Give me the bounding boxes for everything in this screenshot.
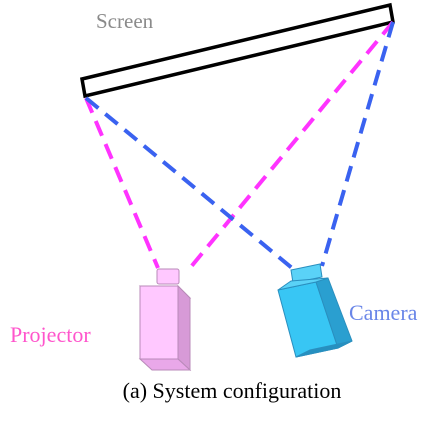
projector-ray-left bbox=[84, 97, 160, 269]
camera-device bbox=[277, 263, 353, 358]
figure-caption: (a) System configuration bbox=[123, 378, 342, 403]
camera-rays bbox=[84, 21, 395, 270]
projector-side-face bbox=[177, 284, 191, 372]
projector-rays bbox=[84, 20, 395, 270]
projector-device bbox=[138, 268, 192, 372]
projector-bottom-face bbox=[138, 358, 192, 371]
camera-ray-left bbox=[84, 96, 294, 270]
camera-label: Camera bbox=[349, 300, 418, 325]
camera-top-face bbox=[277, 277, 329, 291]
camera-lens bbox=[290, 263, 323, 284]
projector-lens bbox=[156, 268, 180, 285]
projector-front-face bbox=[139, 285, 179, 360]
screen-label: Screen bbox=[96, 9, 154, 33]
camera-ray-right bbox=[320, 21, 395, 267]
projector-label: Projector bbox=[10, 322, 91, 347]
camera-bottom-face bbox=[295, 340, 353, 358]
projector-ray-right bbox=[188, 20, 395, 270]
